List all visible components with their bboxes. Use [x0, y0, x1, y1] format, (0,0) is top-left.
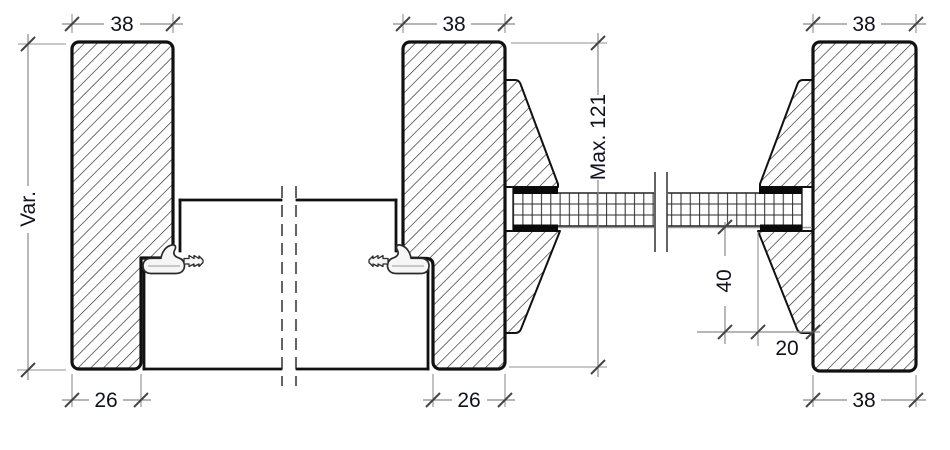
wedge-middle-lower [504, 230, 561, 334]
dim-label-bottom-left: 26 [94, 389, 117, 412]
glazing-tape [513, 186, 802, 232]
panel-break-lines [654, 172, 668, 252]
wedge-right-upper [759, 79, 814, 188]
dim-label-20: 20 [775, 337, 798, 360]
dim-label-40: 40 [713, 269, 736, 292]
dimensions: 38 38 38 Var. Max. 121 40 20 26 26 38 [17, 13, 926, 412]
clamping-wedges [504, 79, 814, 334]
wedge-right-lower [757, 230, 814, 334]
dim-label-bottom-middle: 26 [457, 389, 480, 412]
dim-label-var: Var. [17, 191, 40, 227]
dim-label-top-left: 38 [110, 13, 133, 36]
wedge-middle-upper [504, 79, 559, 188]
dim-label-top-middle: 38 [442, 13, 465, 36]
door-leaf [142, 198, 430, 371]
dim-label-bottom-right: 38 [852, 389, 875, 412]
dim-label-top-right: 38 [852, 13, 875, 36]
door-break-lines [281, 186, 297, 386]
dim-label-max-121: Max. 121 [587, 94, 610, 180]
middle-frame-block [401, 40, 507, 371]
right-frame-block [811, 40, 918, 373]
left-frame-block [70, 40, 175, 371]
partition-panel [512, 172, 812, 252]
